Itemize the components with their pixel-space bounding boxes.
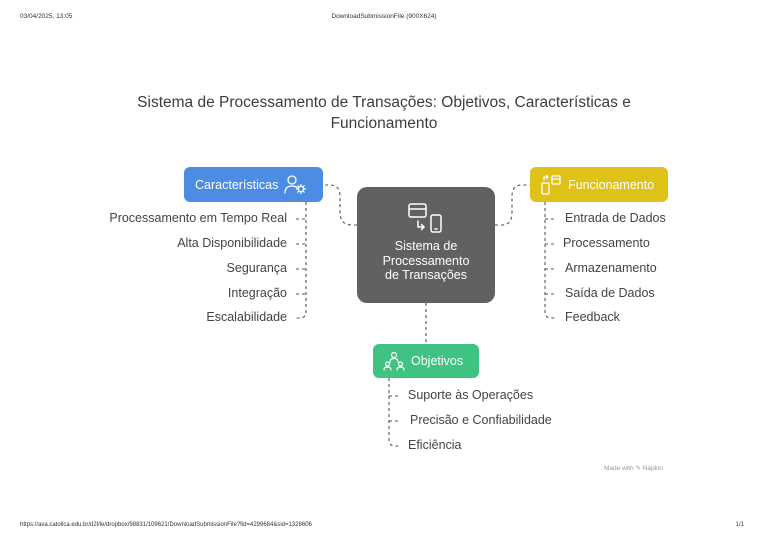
caracteristicas-item-4: Integração	[227, 286, 287, 300]
watermark-text: Made with	[604, 465, 634, 472]
objetivos-item-2: Precisão e Confiabilidade	[410, 413, 552, 427]
center-label-line2: Processamento	[382, 253, 470, 268]
center-label: Sistema de Processamento de Transações	[357, 239, 495, 283]
objetivos-item-3: Eficiência	[408, 438, 462, 452]
funcionamento-item-4: Saída de Dados	[565, 286, 655, 300]
objetivos-label: Objetivos	[411, 354, 464, 368]
watermark-brand: Napkin	[642, 465, 663, 472]
funcionamento-tag: Funcionamento	[530, 167, 668, 202]
funcionamento-item-1: Entrada de Dados	[565, 211, 666, 225]
caracteristicas-tag: Características	[184, 167, 323, 202]
funcionamento-item-5: Feedback	[565, 310, 620, 324]
print-doc-title: DownloadSubmissionFile (900X624)	[331, 13, 437, 20]
caracteristicas-item-5: Escalabilidade	[206, 310, 287, 324]
print-date: 03/04/2025, 13:05	[20, 13, 73, 20]
print-url: https://ava.catolica.edu.br/d2l/le/dropb…	[20, 522, 312, 528]
caracteristicas-label: Características	[195, 177, 279, 192]
device-transfer-icon	[541, 174, 561, 195]
funcionamento-label: Funcionamento	[568, 177, 655, 192]
print-page-number: 1/1	[735, 522, 744, 528]
napkin-logo-icon: ✎	[635, 465, 641, 472]
objetivos-tag: Objetivos	[373, 344, 479, 378]
objetivos-item-1: Suporte às Operações	[408, 388, 534, 402]
center-label-line3: de Transações	[385, 268, 467, 282]
diagram-title-line2: Funcionamento	[330, 115, 438, 132]
caracteristicas-item-3: Segurança	[226, 261, 287, 275]
center-label-line1: Sistema de	[394, 239, 458, 253]
diagram-title-line1: Sistema de Processamento de Transações: …	[137, 94, 631, 111]
diagram-title: Sistema de Processamento de Transações: …	[84, 92, 684, 134]
funcionamento-item-2: Processamento	[563, 236, 650, 250]
center-node: Sistema de Processamento de Transações	[357, 187, 495, 303]
user-gear-icon	[284, 174, 307, 194]
card-phone-icon	[408, 203, 442, 233]
caracteristicas-item-1: Processamento em Tempo Real	[109, 211, 287, 225]
napkin-watermark: Made with ✎ Napkin	[604, 464, 663, 472]
caracteristicas-item-2: Alta Disponibilidade	[177, 236, 287, 250]
funcionamento-item-3: Armazenamento	[565, 261, 657, 275]
team-icon	[383, 351, 405, 371]
